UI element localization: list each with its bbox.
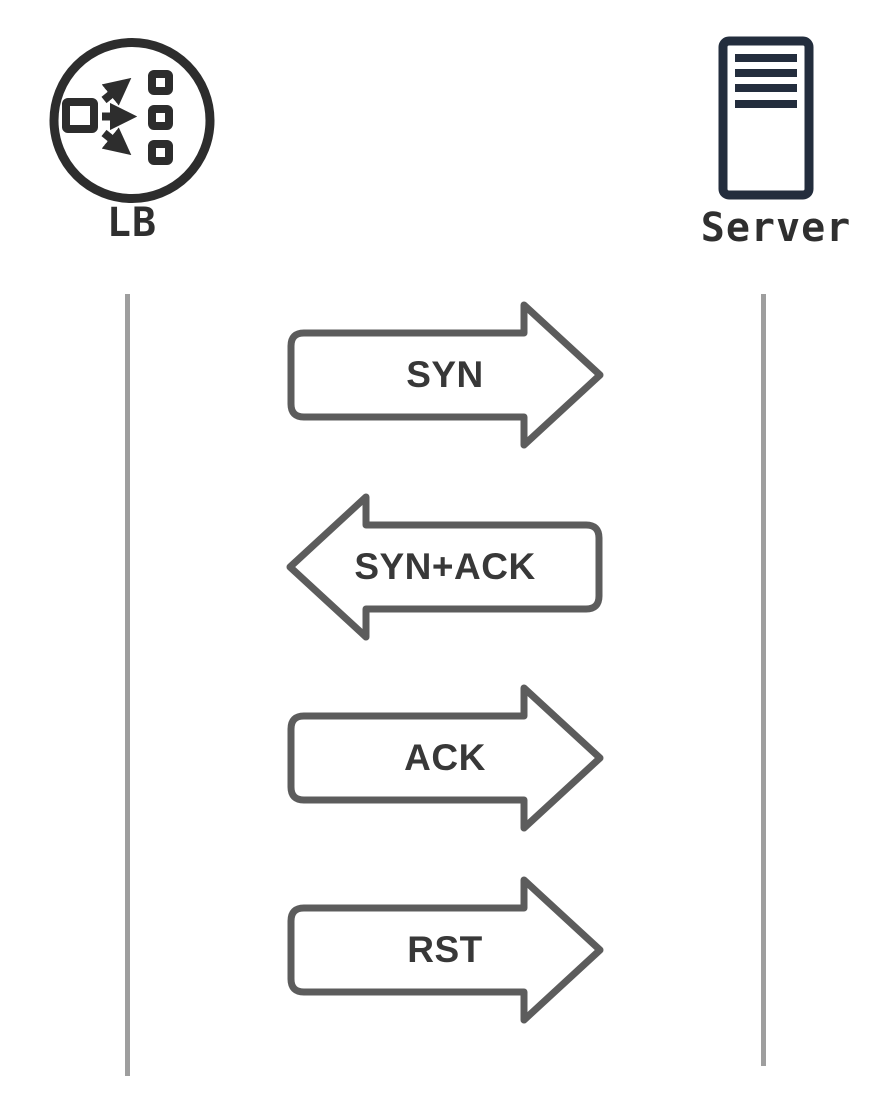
server-icon bbox=[718, 36, 814, 200]
actor-server bbox=[718, 36, 814, 200]
message-syn: SYN bbox=[284, 300, 606, 450]
actor-lb bbox=[46, 36, 218, 206]
right-block-arrow-icon bbox=[287, 684, 604, 832]
message-ack: ACK bbox=[284, 683, 606, 833]
message-syn-ack: SYN+ACK bbox=[284, 492, 606, 642]
actor-lb-label: LB bbox=[106, 200, 158, 246]
load-balancer-icon bbox=[49, 38, 215, 203]
left-block-arrow-icon bbox=[286, 493, 603, 641]
lifeline-server bbox=[761, 294, 766, 1066]
right-block-arrow-icon bbox=[287, 301, 604, 449]
message-rst: RST bbox=[284, 875, 606, 1025]
actor-server-label: Server bbox=[700, 205, 852, 251]
right-block-arrow-icon bbox=[287, 876, 604, 1024]
lifeline-lb bbox=[125, 294, 130, 1076]
